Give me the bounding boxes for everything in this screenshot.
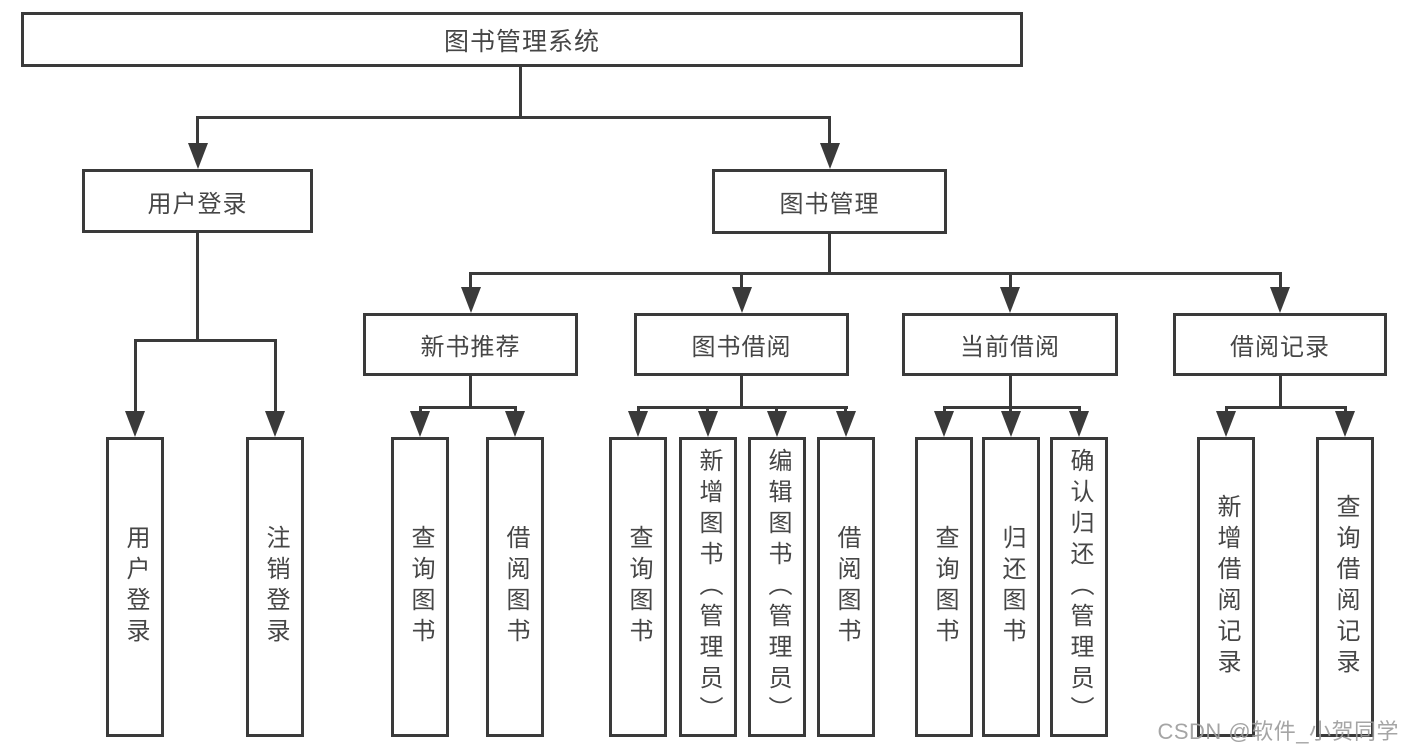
node-root: 图书管理系统	[21, 12, 1023, 67]
leaf-label: 归还图书	[998, 525, 1025, 649]
arrowhead-down-icon	[1000, 287, 1020, 313]
connector-shaft	[740, 272, 743, 288]
connector-bookmgmt-rail	[469, 272, 1281, 275]
node-root-label: 图书管理系统	[443, 27, 600, 56]
node-book-management-label: 图书管理	[779, 191, 880, 218]
connector-stub	[469, 375, 472, 408]
node-current-borrow-label: 当前借阅	[960, 334, 1060, 361]
arrowhead-down-icon	[1001, 411, 1021, 437]
leaf-query-borrow-record: 查询借阅记录	[1316, 437, 1374, 737]
connector-bookmgmt-stub	[828, 234, 831, 275]
connector-shaft	[775, 406, 778, 413]
leaf-return-books: 归还图书	[982, 437, 1040, 737]
node-new-book-recommend-label: 新书推荐	[420, 334, 521, 361]
node-user-login: 用户登录	[82, 169, 313, 233]
connector-shaft	[196, 116, 199, 146]
connector-shaft	[514, 406, 517, 413]
connector-shaft	[419, 406, 422, 413]
node-user-login-label: 用户登录	[147, 190, 248, 218]
node-book-management: 图书管理	[712, 169, 947, 234]
arrowhead-down-icon	[461, 287, 481, 313]
leaf-label: 新增图书（管理员）	[695, 447, 722, 727]
connector-rail	[419, 406, 517, 409]
connector-shaft	[274, 339, 277, 411]
arrowhead-down-icon	[1335, 411, 1355, 437]
node-book-borrow: 图书借阅	[634, 313, 849, 376]
arrowhead-down-icon	[628, 411, 648, 437]
connector-shaft	[943, 406, 946, 413]
arrowhead-down-icon	[265, 411, 285, 437]
node-new-book-recommend: 新书推荐	[363, 313, 578, 376]
connector-shaft	[637, 406, 640, 413]
connector-stub	[740, 375, 743, 408]
leaf-add-borrow-record: 新增借阅记录	[1197, 437, 1255, 737]
connector-shaft	[828, 116, 831, 146]
arrowhead-down-icon	[125, 411, 145, 437]
leaf-label: 确认归还（管理员）	[1066, 447, 1093, 727]
leaf-borrow-books: 借阅图书	[817, 437, 875, 737]
arrowhead-down-icon	[188, 143, 208, 169]
leaf-label: 新增借阅记录	[1213, 494, 1240, 680]
connector-userlogin-rail	[134, 339, 277, 342]
leaf-label: 查询图书	[625, 525, 652, 649]
leaf-edit-books-admin: 编辑图书（管理员）	[748, 437, 806, 737]
leaf-label: 借阅图书	[502, 525, 529, 649]
node-borrow-records: 借阅记录	[1173, 313, 1387, 376]
connector-root-rail	[196, 116, 831, 119]
connector-shaft	[1225, 406, 1228, 413]
leaf-label: 注销登录	[262, 525, 289, 649]
connector-shaft	[706, 406, 709, 413]
csdn-watermark: CSDN @软件_小贺同学	[1157, 719, 1399, 744]
leaf-label: 查询图书	[931, 525, 958, 649]
arrowhead-down-icon	[1270, 287, 1290, 313]
arrowhead-down-icon	[698, 411, 718, 437]
arrowhead-down-icon	[767, 411, 787, 437]
leaf-label: 借阅图书	[833, 525, 860, 649]
connector-root-stub	[519, 67, 522, 118]
connector-stub	[1279, 375, 1282, 408]
connector-shaft	[1009, 272, 1012, 288]
connector-shaft	[1279, 272, 1282, 288]
node-borrow-records-label: 借阅记录	[1230, 334, 1330, 361]
leaf-logout: 注销登录	[246, 437, 304, 737]
connector-shaft	[1344, 406, 1347, 413]
leaf-query-books-current: 查询图书	[915, 437, 973, 737]
connector-userlogin-stub	[196, 232, 199, 341]
connector-rail	[1225, 406, 1347, 409]
arrowhead-down-icon	[836, 411, 856, 437]
leaf-label: 用户登录	[122, 525, 149, 649]
leaf-label: 查询借阅记录	[1332, 494, 1359, 680]
leaf-label: 查询图书	[407, 525, 434, 649]
leaf-borrow-books-recommend: 借阅图书	[486, 437, 544, 737]
arrowhead-down-icon	[820, 143, 840, 169]
connector-rail	[943, 406, 1081, 409]
leaf-user-login: 用户登录	[106, 437, 164, 737]
connector-shaft	[844, 406, 847, 413]
arrowhead-down-icon	[505, 411, 525, 437]
connector-stub	[1009, 375, 1012, 408]
node-current-borrow: 当前借阅	[902, 313, 1118, 376]
connector-shaft	[134, 339, 137, 411]
arrowhead-down-icon	[410, 411, 430, 437]
leaf-label: 编辑图书（管理员）	[764, 447, 791, 727]
connector-shaft	[1009, 406, 1012, 413]
arrowhead-down-icon	[732, 287, 752, 313]
connector-shaft	[1078, 406, 1081, 413]
connector-shaft	[469, 272, 472, 288]
leaf-confirm-return-admin: 确认归还（管理员）	[1050, 437, 1108, 737]
leaf-query-books-borrow: 查询图书	[609, 437, 667, 737]
arrowhead-down-icon	[934, 411, 954, 437]
arrowhead-down-icon	[1069, 411, 1089, 437]
leaf-query-books-recommend: 查询图书	[391, 437, 449, 737]
arrowhead-down-icon	[1216, 411, 1236, 437]
node-book-borrow-label: 图书借阅	[691, 334, 792, 361]
connector-rail	[637, 406, 848, 409]
leaf-add-books-admin: 新增图书（管理员）	[679, 437, 737, 737]
